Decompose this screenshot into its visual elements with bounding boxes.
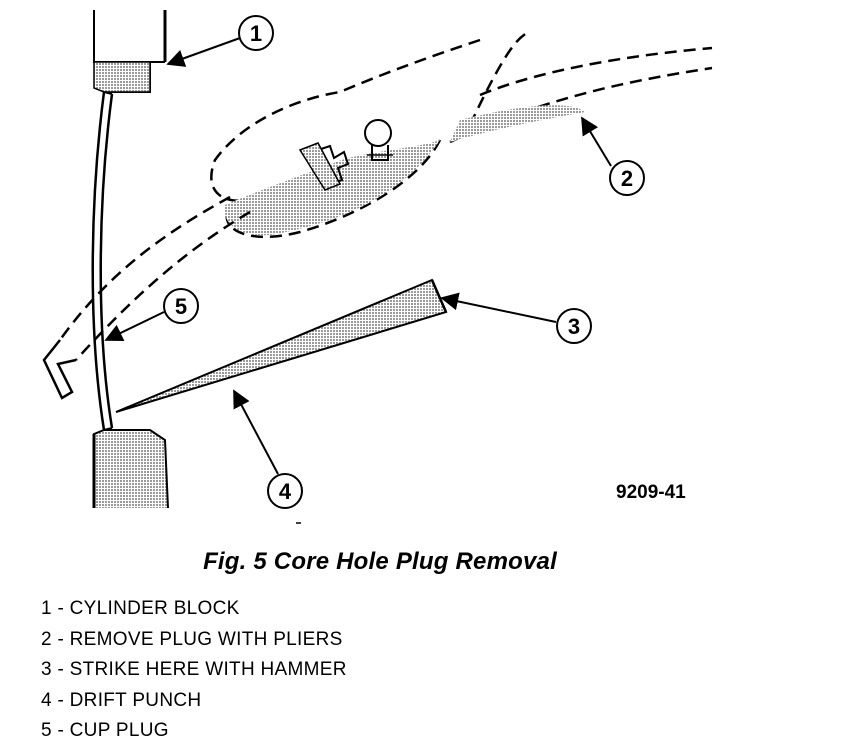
cylinder-block-upper [93, 10, 167, 93]
callout-3-label: 3 [568, 314, 580, 339]
callout-2: 2 [581, 116, 645, 196]
legend-item-remove-plug: 2 - REMOVE PLUG WITH PLIERS [41, 628, 343, 650]
figure-code: 9209-41 [616, 482, 686, 503]
cylinder-block-lower [92, 429, 169, 509]
legend-list: 1 - CYLINDER BLOCK 2 - REMOVE PLUG WITH … [41, 594, 347, 747]
callout-3: 3 [440, 292, 592, 344]
callout-2-label: 2 [621, 166, 633, 191]
figure-caption: Fig. 5 Core Hole Plug Removal [203, 548, 557, 575]
legend-item-strike-here: 3 - STRIKE HERE WITH HAMMER [41, 659, 347, 680]
callout-5-label: 5 [175, 294, 187, 319]
pliers [42, 30, 713, 400]
callout-4-label: 4 [279, 479, 292, 504]
callout-4: 4 [233, 389, 303, 509]
callout-5: 5 [104, 288, 199, 342]
core-hole-plug-illustration: 1 2 3 4 5 9209-41 [42, 10, 713, 524]
cup-plug [91, 91, 114, 431]
callout-1: 1 [166, 15, 274, 67]
callout-1-label: 1 [250, 21, 262, 46]
legend-item-cup-plug: 5 - CUP PLUG [41, 720, 169, 741]
legend-item-drift-punch: 4 - DRIFT PUNCH [41, 689, 202, 711]
legend-item-cylinder-block: 1 - CYLINDER BLOCK [41, 598, 240, 619]
